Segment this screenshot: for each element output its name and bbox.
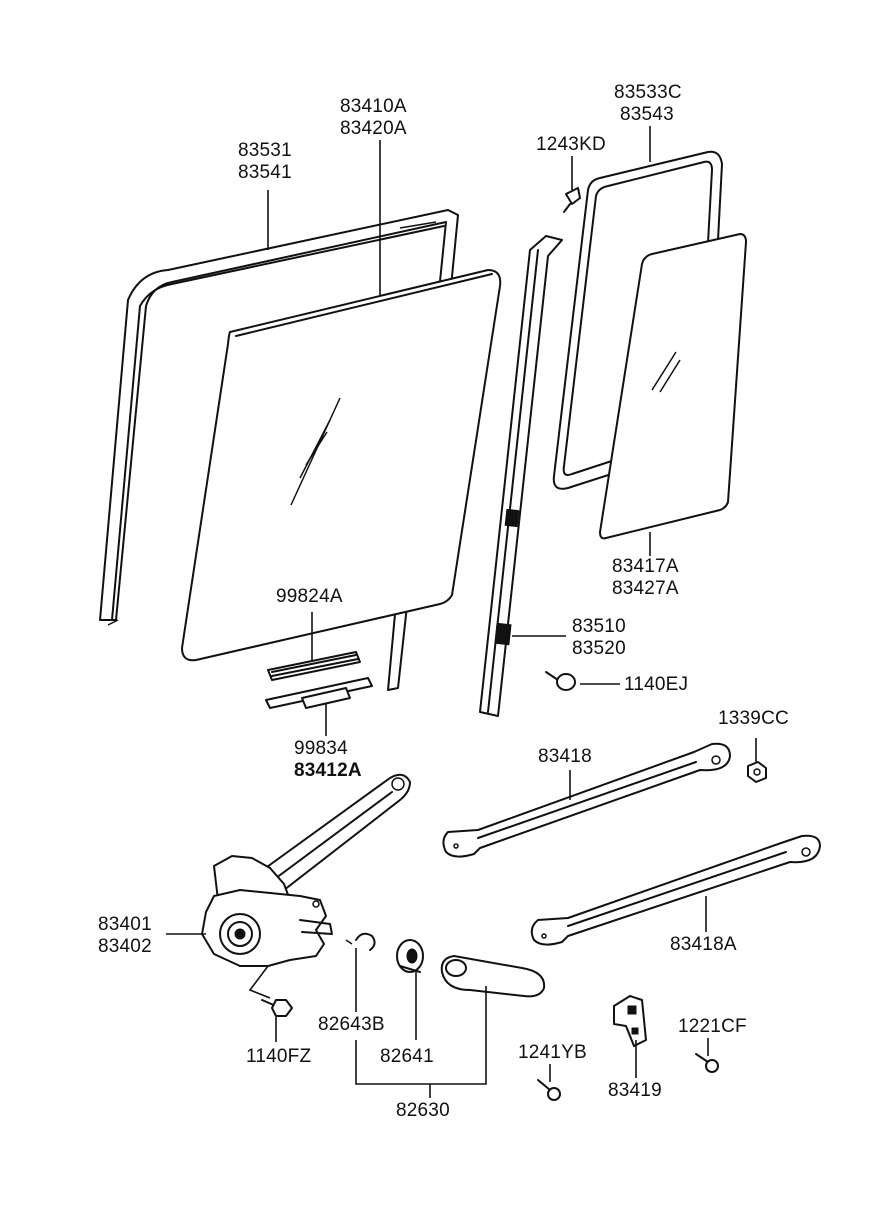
label-83412A: 83412A [294, 760, 362, 781]
label-83531: 83531 [238, 140, 292, 161]
handle-82630 [440, 955, 546, 998]
label-82643B: 82643B [318, 1014, 385, 1035]
label-1339CC: 1339CC [718, 708, 789, 729]
bracket-83419 [613, 995, 647, 1047]
bottom-channel-99824A [265, 651, 373, 709]
label-83418A: 83418A [670, 934, 737, 955]
nut-1339CC [747, 761, 767, 783]
label-83520: 83520 [572, 638, 626, 659]
bolt-1140EJ [545, 671, 576, 691]
label-83410A: 83410A [340, 96, 407, 117]
label-83533C: 83533C [614, 82, 682, 103]
quarter-glass-83417A [599, 233, 747, 540]
division-channel [479, 235, 563, 717]
label-83420A: 83420A [340, 118, 407, 139]
clip-82643B [345, 932, 376, 951]
door-glass-83410A [181, 269, 502, 662]
label-1140FZ: 1140FZ [246, 1046, 312, 1067]
label-82630: 82630 [396, 1100, 450, 1121]
label-83418: 83418 [538, 746, 592, 767]
label-82641: 82641 [380, 1046, 434, 1067]
label-1241YB: 1241YB [518, 1042, 587, 1063]
label-99834: 99834 [294, 738, 348, 759]
label-83419: 83419 [608, 1080, 662, 1101]
window-regulator-83401 [201, 773, 411, 967]
label-1221CF: 1221CF [678, 1016, 747, 1037]
bolt-1140FZ [261, 999, 293, 1017]
screw-1221CF [695, 1053, 719, 1073]
label-83427A: 83427A [612, 578, 679, 599]
regulator-arm-83418 [442, 742, 731, 858]
label-99824A: 99824A [276, 586, 343, 607]
leader-lines [166, 126, 757, 1098]
screw-1243KD [563, 187, 581, 213]
washer-82641 [396, 939, 424, 973]
screw-1241YB [537, 1079, 561, 1101]
label-83417A: 83417A [612, 556, 679, 577]
regulator-arm-83418A [530, 834, 821, 946]
label-83510: 83510 [572, 616, 626, 637]
label-1140EJ: 1140EJ [624, 674, 689, 695]
label-83402: 83402 [98, 936, 152, 957]
label-83541: 83541 [238, 162, 292, 183]
label-83543: 83543 [620, 104, 674, 125]
label-1243KD: 1243KD [536, 134, 606, 155]
label-83401: 83401 [98, 914, 152, 935]
run-channel-83531 [99, 209, 459, 691]
